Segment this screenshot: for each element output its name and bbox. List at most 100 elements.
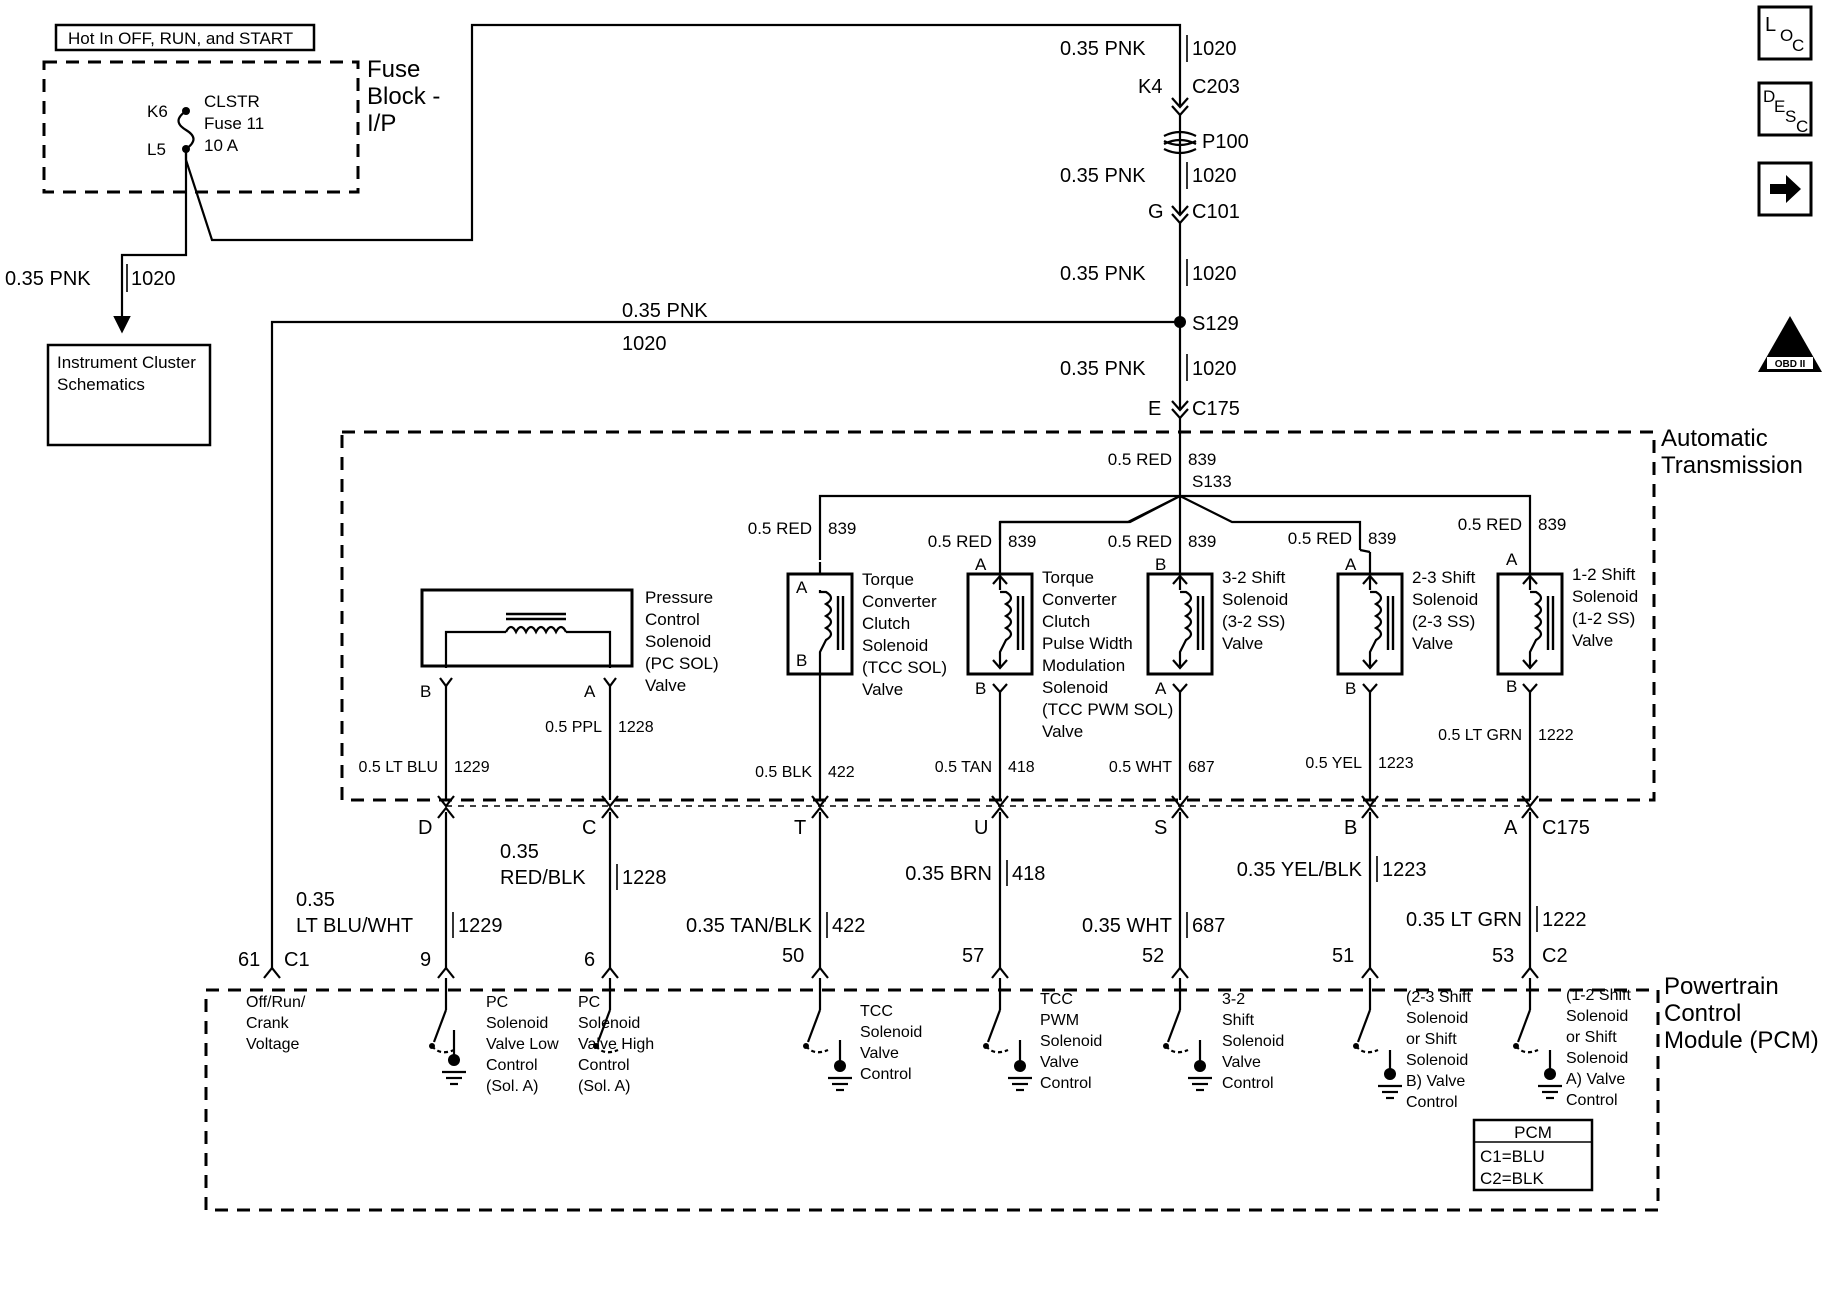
s133-branches: [818, 494, 1532, 570]
s129-label: S129: [1192, 313, 1239, 335]
feed-w2-gauge: 0.35 PNK: [1060, 165, 1146, 187]
harness-wires: [444, 674, 1532, 968]
svg-text:LT BLU/WHT: LT BLU/WHT: [296, 915, 413, 937]
feed-w3-gauge: 0.35 PNK: [1060, 263, 1146, 285]
svg-text:Valve: Valve: [1222, 1054, 1261, 1071]
svg-text:0.5 LT GRN: 0.5 LT GRN: [1438, 727, 1522, 744]
instrument-cluster-box: [46, 343, 212, 447]
feed-w2-circuit: 1020: [1192, 165, 1237, 187]
svg-text:2-3 Shift: 2-3 Shift: [1412, 568, 1476, 587]
tcc-solenoid-label: Torque Converter Clutch Solenoid (TCC SO…: [862, 570, 947, 699]
svg-text:1229: 1229: [454, 759, 490, 776]
left-feed-circuit: 1020: [622, 333, 667, 355]
pcm-label-3-2: 3-2 Shift Solenoid Valve Control: [1222, 991, 1284, 1092]
svg-text:3-2 Shift: 3-2 Shift: [1222, 568, 1286, 587]
svg-text:TCC: TCC: [1040, 991, 1073, 1008]
svg-text:1223: 1223: [1378, 755, 1414, 772]
hot-note-box: [54, 23, 316, 52]
svg-text:Control: Control: [645, 610, 700, 629]
svg-text:0.5 YEL: 0.5 YEL: [1305, 755, 1362, 772]
svg-text:0.5 WHT: 0.5 WHT: [1109, 759, 1172, 776]
svg-text:C: C: [1796, 117, 1808, 136]
svg-text:Valve: Valve: [645, 676, 686, 695]
pc-pin-b: B: [420, 682, 431, 701]
svg-text:Solenoid: Solenoid: [860, 1024, 922, 1041]
left-feed-wire: [270, 320, 1180, 968]
svg-text:Control: Control: [1566, 1092, 1618, 1109]
ss32-pin-a: A: [1155, 679, 1167, 698]
svg-text:(Sol. A): (Sol. A): [578, 1078, 630, 1095]
svg-text:Valve: Valve: [1040, 1054, 1079, 1071]
svg-text:(3-2 SS): (3-2 SS): [1222, 612, 1285, 631]
ss23-pin-a: A: [1345, 555, 1357, 574]
ss12-solenoid: [1496, 550, 1564, 676]
pcm-pin-terminals: [263, 966, 1539, 979]
svg-text:Solenoid: Solenoid: [1572, 587, 1638, 606]
ss23-solenoid-label: 2-3 Shift Solenoid (2-3 SS) Valve: [1412, 568, 1478, 653]
svg-text:Solenoid: Solenoid: [645, 632, 711, 651]
desc-icon[interactable]: D E S C: [1757, 81, 1813, 137]
c175-bottom-pin-letters: D C T U S B A: [418, 817, 1518, 839]
svg-text:Solenoid: Solenoid: [1042, 678, 1108, 697]
svg-text:D: D: [418, 817, 432, 839]
s133-label: S133: [1192, 472, 1232, 491]
svg-text:0.35: 0.35: [500, 841, 539, 863]
tcc-pin-a: A: [796, 578, 808, 597]
c203-pin: K4: [1138, 76, 1162, 98]
svg-text:Valve: Valve: [1412, 634, 1453, 653]
left-feed-gauge: 0.35 PNK: [622, 300, 708, 322]
svg-text:Modulation: Modulation: [1042, 656, 1125, 675]
svg-text:II: II: [1785, 336, 1795, 356]
cluster-wire-gauge: 0.35 PNK: [5, 268, 91, 290]
svg-text:C1: C1: [284, 949, 310, 971]
svg-text:Solenoid: Solenoid: [486, 1015, 548, 1032]
arrow-right-icon[interactable]: [1757, 161, 1813, 217]
cluster-wire: [113, 149, 188, 334]
red-label-2-circuit: 839: [1008, 532, 1036, 551]
c175-top-pin: E: [1148, 398, 1161, 420]
svg-text:418: 418: [1008, 759, 1035, 776]
svg-text:(2-3 SS): (2-3 SS): [1412, 612, 1475, 631]
pcm-label-pc-low: PC Solenoid Valve Low Control (Sol. A): [486, 994, 559, 1095]
svg-text:0.35 BRN: 0.35 BRN: [905, 863, 992, 885]
pcm-legend-title: PCM: [1514, 1123, 1552, 1142]
svg-text:Fuse 11: Fuse 11: [204, 114, 264, 133]
svg-text:(PC SOL): (PC SOL): [645, 654, 719, 673]
ss12-solenoid-label: 1-2 Shift Solenoid (1-2 SS) Valve: [1572, 565, 1638, 650]
pcm-label-tcc-pwm: TCC PWM Solenoid Valve Control: [1040, 991, 1102, 1092]
pcm-outline: [204, 988, 1660, 1212]
svg-text:0.35: 0.35: [296, 889, 335, 911]
loc-icon[interactable]: L O C: [1757, 5, 1813, 61]
outer-wire-labels: 0.35 LT BLU/WHT 1229 0.35 RED/BLK 1228 0…: [296, 841, 1587, 938]
trans-feed-gauge: 0.5 RED: [1108, 450, 1172, 469]
svg-text:Valve: Valve: [860, 1045, 899, 1062]
svg-text:Valve: Valve: [1572, 631, 1613, 650]
svg-text:Voltage: Voltage: [246, 1036, 299, 1053]
svg-text:Solenoid: Solenoid: [578, 1015, 640, 1032]
red-label-3-circuit: 839: [1188, 532, 1216, 551]
svg-text:Control: Control: [860, 1066, 912, 1083]
svg-text:S: S: [1154, 817, 1167, 839]
hot-note: Hot In OFF, RUN, and START: [68, 29, 293, 48]
svg-text:418: 418: [1012, 863, 1045, 885]
obd-ii-icon[interactable]: II OBD II: [1758, 316, 1822, 372]
pcm-label-2-3: (2-3 Shift Solenoid or Shift Solenoid B)…: [1406, 989, 1471, 1111]
svg-text:Solenoid: Solenoid: [1566, 1050, 1628, 1067]
cluster-box-line-2: Schematics: [57, 375, 145, 394]
ss23-feed-join: [1359, 548, 1371, 554]
trans-title-2: Transmission: [1661, 452, 1803, 479]
feed-w1-gauge: 0.35 PNK: [1060, 38, 1146, 60]
fuse-block-title: Fuse Block - I/P: [367, 56, 440, 137]
feed-w1-circuit: 1020: [1192, 38, 1237, 60]
svg-text:I/P: I/P: [367, 110, 396, 137]
svg-text:Valve: Valve: [1222, 634, 1263, 653]
svg-text:53: 53: [1492, 945, 1514, 967]
ss12-pin-a: A: [1506, 550, 1518, 569]
svg-text:0.35 TAN/BLK: 0.35 TAN/BLK: [686, 915, 813, 937]
svg-text:RED/BLK: RED/BLK: [500, 867, 586, 889]
svg-text:Solenoid: Solenoid: [1406, 1010, 1468, 1027]
svg-text:Control: Control: [1406, 1094, 1458, 1111]
svg-text:Shift: Shift: [1222, 1012, 1255, 1029]
svg-text:3-2: 3-2: [1222, 991, 1245, 1008]
svg-text:9: 9: [420, 949, 431, 971]
